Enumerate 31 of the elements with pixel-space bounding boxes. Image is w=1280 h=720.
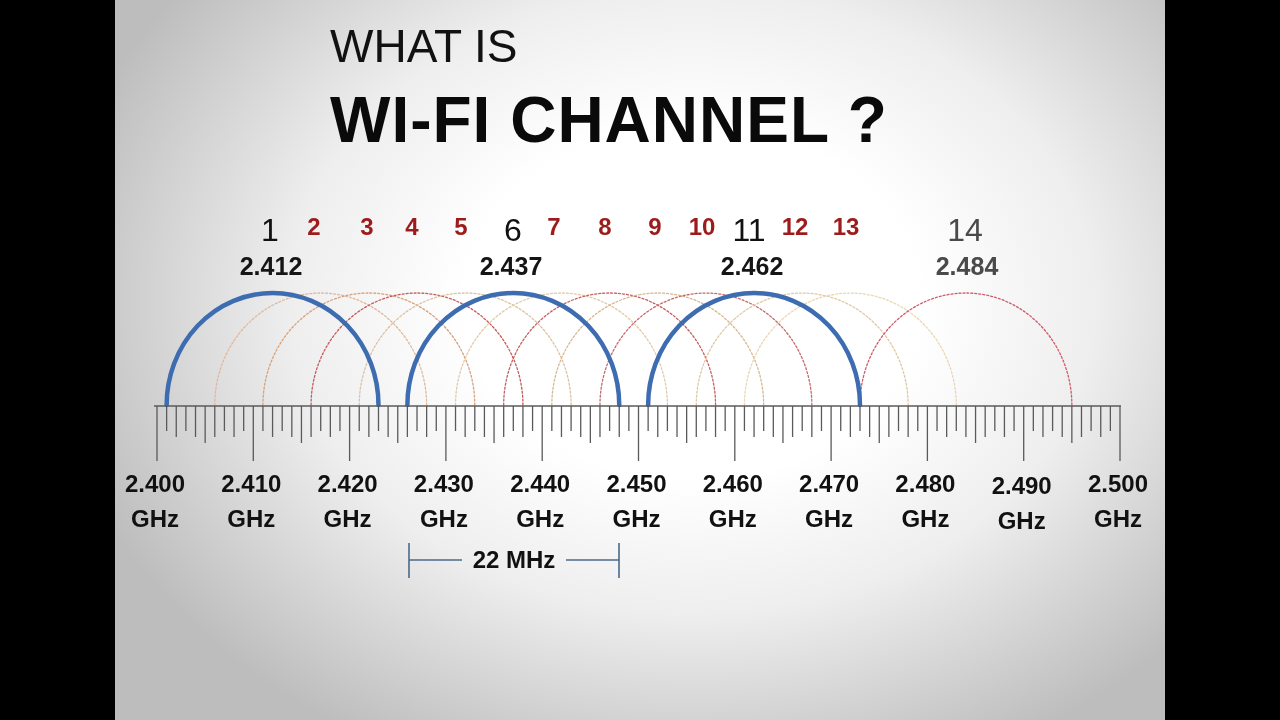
tick-label: 2.440 GHz bbox=[510, 468, 571, 534]
center-frequency: 2.484 bbox=[935, 251, 999, 281]
channel-number: 4 bbox=[405, 213, 419, 241]
channel-number: 11 bbox=[732, 211, 766, 249]
channel-number: 8 bbox=[598, 213, 612, 241]
title: WHAT IS WI-FI CHANNEL ? bbox=[330, 20, 888, 157]
center-frequency: 2.437 bbox=[479, 251, 543, 281]
tick-label: 2.480 GHz bbox=[895, 468, 956, 534]
channel-number: 13 bbox=[832, 213, 860, 241]
channel-number: 14 bbox=[947, 211, 983, 249]
channel-number: 12 bbox=[781, 213, 809, 241]
channel-number: 7 bbox=[547, 213, 561, 241]
tick-label: 2.420 GHz bbox=[317, 468, 378, 534]
channel-number: 3 bbox=[360, 213, 374, 241]
tick-label: 2.410 GHz bbox=[221, 468, 282, 534]
channel-number: 1 bbox=[261, 211, 279, 249]
tick-label: 2.470 GHz bbox=[799, 468, 860, 534]
channel-number: 9 bbox=[648, 213, 662, 241]
tick-label: 2.490 GHz bbox=[991, 470, 1052, 536]
channel-number: 6 bbox=[504, 211, 522, 249]
tick-label: 2.430 GHz bbox=[413, 468, 474, 534]
tick-label: 2.450 GHz bbox=[606, 468, 667, 534]
channel-number: 5 bbox=[454, 213, 468, 241]
tick-label: 2.460 GHz bbox=[702, 468, 763, 534]
channel-number: 2 bbox=[307, 213, 321, 241]
tick-label: 2.500 GHz bbox=[1087, 468, 1149, 534]
channel-number: 10 bbox=[688, 213, 716, 241]
center-frequency: 2.462 bbox=[720, 251, 784, 281]
dimension-label: 22 MHz bbox=[472, 545, 556, 575]
tick-label: 2.400 GHz bbox=[124, 468, 186, 534]
center-frequency: 2.412 bbox=[239, 251, 303, 281]
